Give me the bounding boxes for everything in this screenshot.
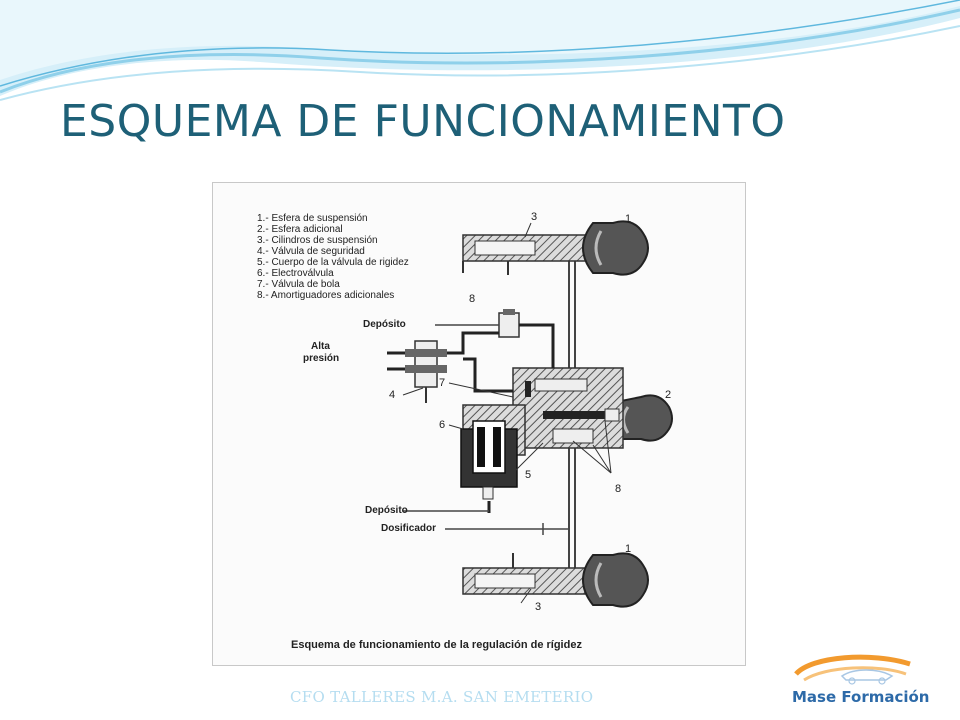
callout-3-top: 3 (531, 211, 538, 223)
top-damper-valve (498, 309, 520, 338)
callout-2: 2 (665, 389, 672, 401)
bottom-sphere (582, 552, 649, 608)
header-wave-decoration (0, 0, 960, 101)
legend-item: 3.- Cilindros de suspensión (257, 235, 378, 246)
top-cylinder (462, 234, 594, 275)
legend-item: 7.- Válvula de bola (257, 279, 340, 290)
label-deposito-bottom: Depósito (365, 505, 408, 516)
label-alta: Alta (311, 341, 330, 352)
safety-valve (405, 340, 447, 403)
legend-item: 6.- Electroválvula (257, 268, 334, 279)
callout-1-bottom: 1 (625, 543, 632, 555)
legend-item: 8.- Amortiguadores adicionales (257, 290, 395, 301)
slide-title: ESQUEMA DE FUNCIONAMIENTO (60, 96, 786, 147)
electrovalve (460, 420, 518, 500)
bottom-cylinder (462, 553, 594, 595)
hydraulic-schematic (387, 220, 673, 608)
callout-7: 7 (439, 377, 446, 389)
callout-1-top: 1 (625, 213, 632, 225)
legend-item: 5.- Cuerpo de la válvula de rigidez (257, 257, 409, 268)
callout-6: 6 (439, 419, 446, 431)
legend-item: 1.- Esfera de suspensión (257, 213, 368, 224)
footer-text: CFO TALLERES M.A. SAN EMETERIO (290, 688, 594, 706)
logo-text: Mase Formación (792, 688, 930, 706)
legend-item: 4.- Válvula de seguridad (257, 246, 365, 257)
mase-formacion-logo-icon (794, 654, 911, 685)
suspension-diagram: 1.- Esfera de suspensión 2.- Esfera adic… (212, 182, 746, 666)
component-legend: 1.- Esfera de suspensión 2.- Esfera adic… (257, 213, 409, 301)
top-sphere (582, 220, 649, 276)
callout-8-right: 8 (615, 483, 622, 495)
legend-item: 2.- Esfera adicional (257, 224, 343, 235)
callout-8-top: 8 (469, 293, 476, 305)
diagram-caption: Esquema de funcionamiento de la regulaci… (291, 639, 582, 651)
label-presion: presión (303, 353, 340, 364)
label-deposito-top: Depósito (363, 319, 406, 330)
label-dosificador: Dosificador (381, 523, 437, 534)
callout-5: 5 (525, 469, 532, 481)
callout-3-bottom: 3 (535, 601, 542, 613)
callout-4: 4 (389, 389, 396, 401)
